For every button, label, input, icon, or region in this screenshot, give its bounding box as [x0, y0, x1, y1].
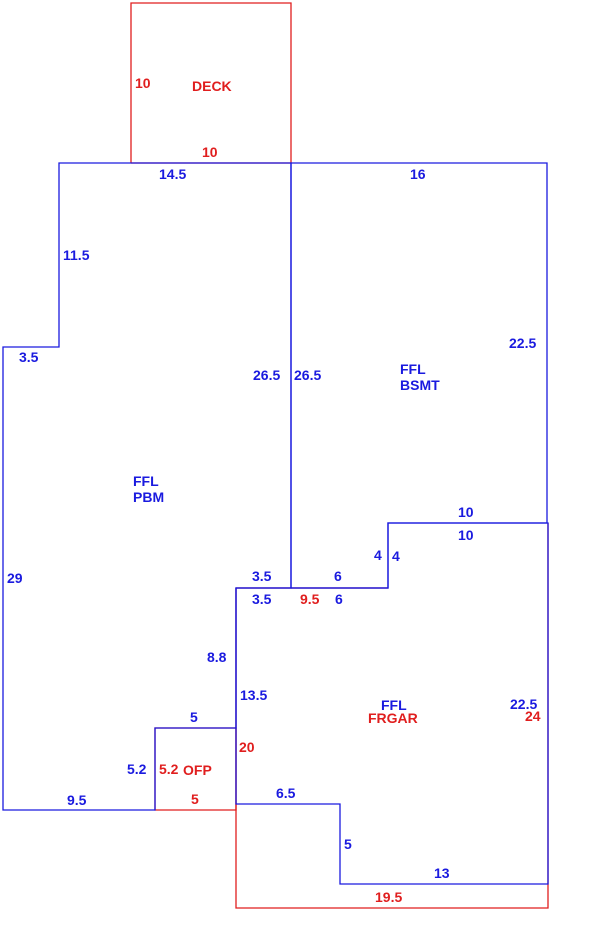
- dim-deck-left: 10: [135, 75, 151, 91]
- bsmt-label-line2: BSMT: [400, 377, 440, 393]
- dim-bsmt-top: 16: [410, 166, 426, 182]
- dim-ofp-left: 5.2: [159, 761, 179, 777]
- dim-pbm-notch-top: 3.5: [252, 568, 272, 584]
- dim-frgar-left-red: 20: [239, 739, 255, 755]
- dim-pbm-center-wall: 26.5: [253, 367, 280, 383]
- pbm-label-line2: PBM: [133, 489, 164, 505]
- dim-ofp-top: 5: [190, 709, 198, 725]
- pbm-label-line1: FFL: [133, 473, 159, 489]
- dim-deck-bottom: 10: [202, 144, 218, 160]
- dim-pbm-left: 29: [7, 570, 23, 586]
- dim-frgar-step-top: 10: [458, 527, 474, 543]
- dim-frgar-lower-left: 6.5: [276, 785, 296, 801]
- dim-bsmt-step-top: 10: [458, 504, 474, 520]
- frgar-outline: [235, 522, 549, 885]
- dim-frgar-bottom-red: 19.5: [375, 889, 402, 905]
- dim-frgar-top: 6: [335, 591, 343, 607]
- dim-bsmt-step-left: 4: [374, 547, 382, 563]
- ofp-label: OFP: [183, 762, 212, 778]
- dim-pbm-bottom: 9.5: [67, 792, 87, 808]
- dim-pbm-upper-left: 11.5: [63, 247, 90, 263]
- dim-frgar-right: 22.5: [510, 696, 537, 712]
- deck-outline: [130, 2, 292, 163]
- dim-ofp-bottom: 5: [191, 791, 199, 807]
- dim-bsmt-center-wall: 26.5: [294, 367, 321, 383]
- dim-pbm-top: 14.5: [159, 166, 186, 182]
- dim-frgar-bottom: 13: [434, 865, 450, 881]
- dim-pbm-ofp-side: 5.2: [127, 761, 147, 777]
- dim-pbm-notch-bottom: 3.5: [252, 591, 272, 607]
- dim-frgar-left-upper: 13.5: [240, 687, 267, 703]
- dim-frgar-lower-step: 5: [344, 836, 352, 852]
- dim-pbm-notch-side: 8.8: [207, 649, 227, 665]
- dim-frgar-top-red: 9.5: [300, 591, 320, 607]
- dim-frgar-step-left: 4: [392, 548, 400, 564]
- dim-frgar-right-red: 24: [525, 708, 541, 724]
- deck-label: DECK: [192, 78, 232, 94]
- dim-pbm-step: 3.5: [19, 349, 39, 365]
- frgar-label-line2: FRGAR: [368, 710, 418, 726]
- dim-bsmt-right: 22.5: [509, 335, 536, 351]
- frgar-label-line1: FFL: [381, 697, 407, 713]
- bsmt-label-line1: FFL: [400, 361, 426, 377]
- dim-bsmt-bottom: 6: [334, 568, 342, 584]
